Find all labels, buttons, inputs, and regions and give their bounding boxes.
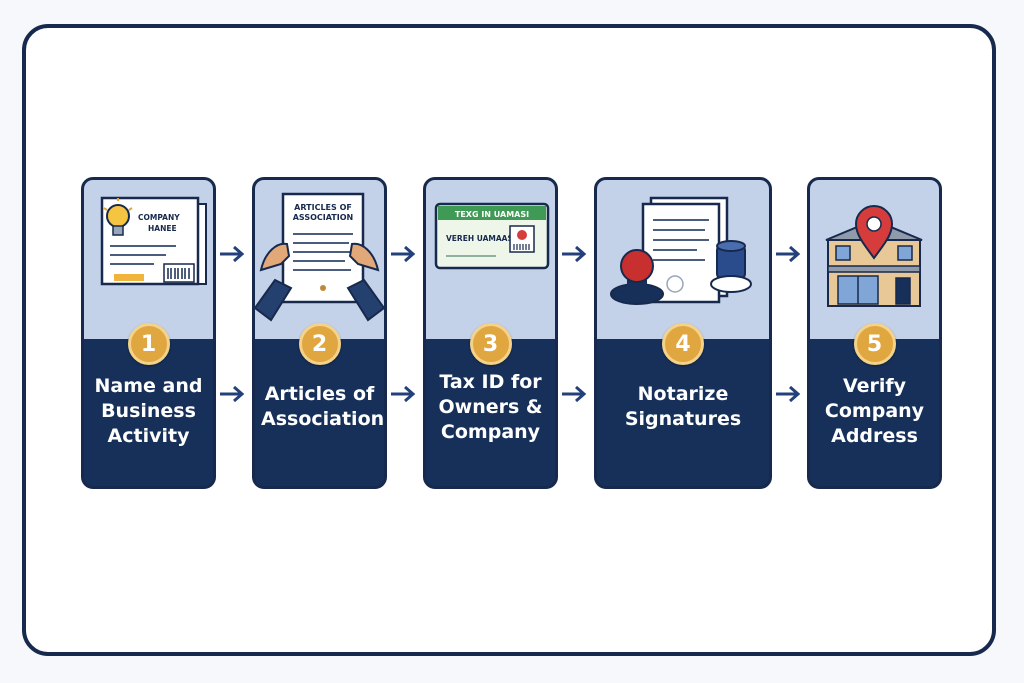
step-number-badge-4: 4 xyxy=(662,323,704,365)
step-label-4: Notarize Signatures xyxy=(603,382,763,432)
step-number-badge-3: 3 xyxy=(469,323,512,365)
step-label-line: Activity xyxy=(107,425,190,447)
company-text: COMPANY xyxy=(138,213,180,222)
step-5-illustration-panel xyxy=(810,180,939,339)
association-heading-text: ASSOCIATION xyxy=(293,213,354,222)
tax-id-card-icon: TEXG IN UAMASI VEREH UAMAASI xyxy=(434,202,550,270)
step-label-line: Name and xyxy=(94,375,203,397)
articles-heading-text: ARTICLES OF xyxy=(294,203,352,212)
company-name-document-icon: COMPANY HANEE xyxy=(100,196,207,286)
step-label-line: Articles of xyxy=(264,383,375,405)
articles-document-icon: ARTICLES OF ASSOCIATION xyxy=(255,192,384,322)
arrow-right-icon xyxy=(776,245,801,263)
arrow-right-icon xyxy=(220,245,245,263)
step-label-3: Tax ID for Owners & Company xyxy=(432,370,549,445)
arrow-right-icon xyxy=(562,385,587,403)
step-label-line: Owners & xyxy=(438,396,543,418)
step-label-line: Association xyxy=(261,408,385,430)
step-number-badge-5: 5 xyxy=(853,323,896,365)
arrow-right-icon xyxy=(391,245,416,263)
step-label-2: Articles of Association xyxy=(261,382,385,432)
arrow-right-icon xyxy=(776,385,801,403)
step-card-3: TEXG IN UAMASI VEREH UAMAASI 3 Tax ID fo… xyxy=(423,177,558,489)
step-card-1: COMPANY HANEE 1 Name and Business Activi… xyxy=(81,177,216,489)
hanee-text: HANEE xyxy=(148,224,177,233)
step-label-line: Signatures xyxy=(624,408,742,430)
step-label-line: Company xyxy=(824,400,925,422)
step-card-4: 4 Notarize Signatures xyxy=(594,177,772,489)
arrow-right-icon xyxy=(391,385,416,403)
step-label-line: Business xyxy=(101,400,196,422)
step-label-line: Company xyxy=(440,421,541,443)
step-card-2: ARTICLES OF ASSOCIATION 2 Articles of As… xyxy=(252,177,387,489)
step-label-1: Name and Business Activity xyxy=(90,374,207,449)
card-name-text: VEREH UAMAASI xyxy=(446,234,516,243)
step-2-illustration-panel: ARTICLES OF ASSOCIATION xyxy=(255,180,384,339)
notary-stamp-icon xyxy=(610,196,752,305)
card-header-text: TEXG IN UAMASI xyxy=(455,210,529,219)
step-label-5: Verify Company Address xyxy=(816,374,933,449)
step-label-line: Tax ID for xyxy=(439,371,542,393)
step-label-line: Address xyxy=(831,425,918,447)
step-4-illustration-panel xyxy=(597,180,769,339)
step-number-badge-1: 1 xyxy=(127,323,170,365)
arrow-right-icon xyxy=(562,245,587,263)
step-card-5: 5 Verify Company Address xyxy=(807,177,942,489)
step-3-illustration-panel: TEXG IN UAMASI VEREH UAMAASI xyxy=(426,180,555,339)
step-number-badge-2: 2 xyxy=(298,323,341,365)
step-1-illustration-panel: COMPANY HANEE xyxy=(84,180,213,339)
arrow-right-icon xyxy=(220,385,245,403)
step-label-line: Notarize xyxy=(637,383,729,405)
step-label-line: Verify xyxy=(842,375,907,397)
location-building-icon xyxy=(825,205,923,307)
